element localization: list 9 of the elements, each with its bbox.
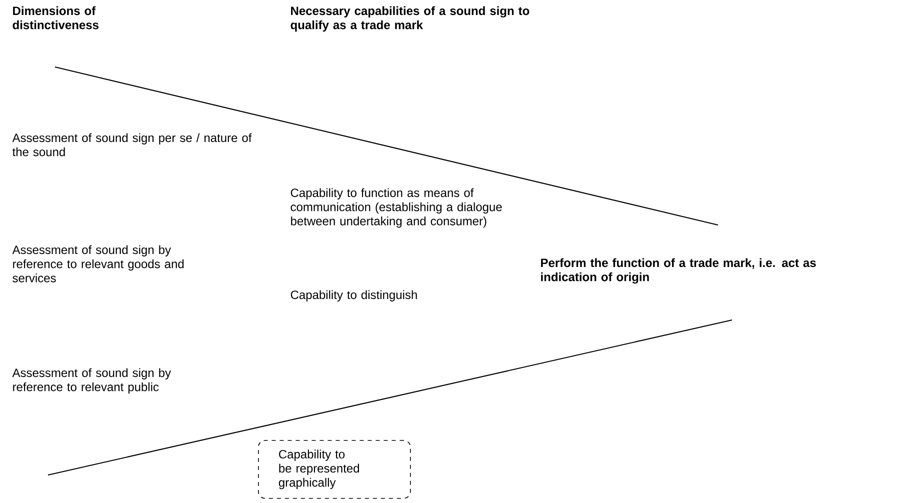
- column-heading: Necessary capabilities of a sound sign to qualify as a trade mark: [290, 6, 530, 32]
- label-text: Capability to function as means of communication (establishing a dialogue between undertaking and consumer): [290, 188, 502, 228]
- label-text: Assessment of sound sign by reference to relevant public: [12, 368, 171, 394]
- conclusion-text: Perform the function of a trade mark, i.e. act as indication of origin: [541, 258, 816, 284]
- column-heading: Dimensions of distinctiveness: [12, 6, 98, 30]
- label-text: Assessment of sound sign by reference to relevant goods and services: [12, 245, 184, 282]
- dashed-box: Capability to be represented graphically: [258, 440, 411, 499]
- label-text: Assessment of sound sign per se / nature of the sound: [12, 133, 252, 156]
- label-text: Capability to distinguish: [290, 290, 417, 302]
